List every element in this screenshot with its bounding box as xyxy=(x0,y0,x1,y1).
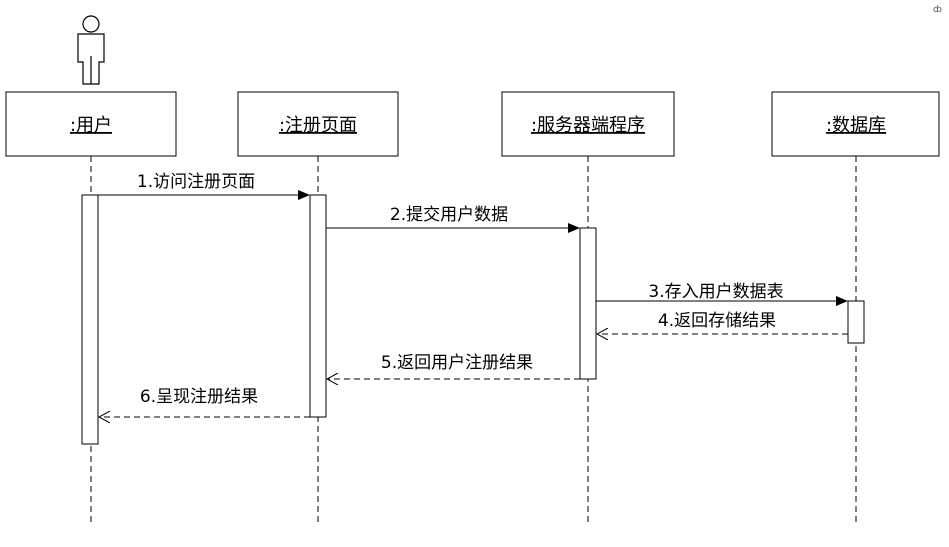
lifeline-box-page xyxy=(237,91,399,157)
message-1-label: 1.访问注册页面 xyxy=(137,172,255,192)
message-2-label: 2.提交用户数据 xyxy=(390,205,508,225)
message-6-label: 6.呈现注册结果 xyxy=(140,387,258,407)
message-3-label: 3.存入用户数据表 xyxy=(648,282,783,302)
activation-page xyxy=(309,194,327,418)
corner-mark: ȸ xyxy=(933,5,942,15)
activation-server xyxy=(579,227,597,380)
actor-user-icon xyxy=(77,15,105,85)
lifeline-label-user: :用户 xyxy=(70,115,112,136)
message-4-label: 4.返回存储结果 xyxy=(658,311,776,331)
message-5-label: 5.返回用户注册结果 xyxy=(381,353,533,373)
lifeline-label-page: :注册页面 xyxy=(279,115,357,136)
lifeline-label-server: :服务器端程序 xyxy=(531,115,645,136)
activation-user xyxy=(81,194,99,445)
activation-db xyxy=(847,300,865,344)
lifeline-box-db xyxy=(771,91,940,157)
lifeline-label-db: :数据库 xyxy=(826,115,886,136)
